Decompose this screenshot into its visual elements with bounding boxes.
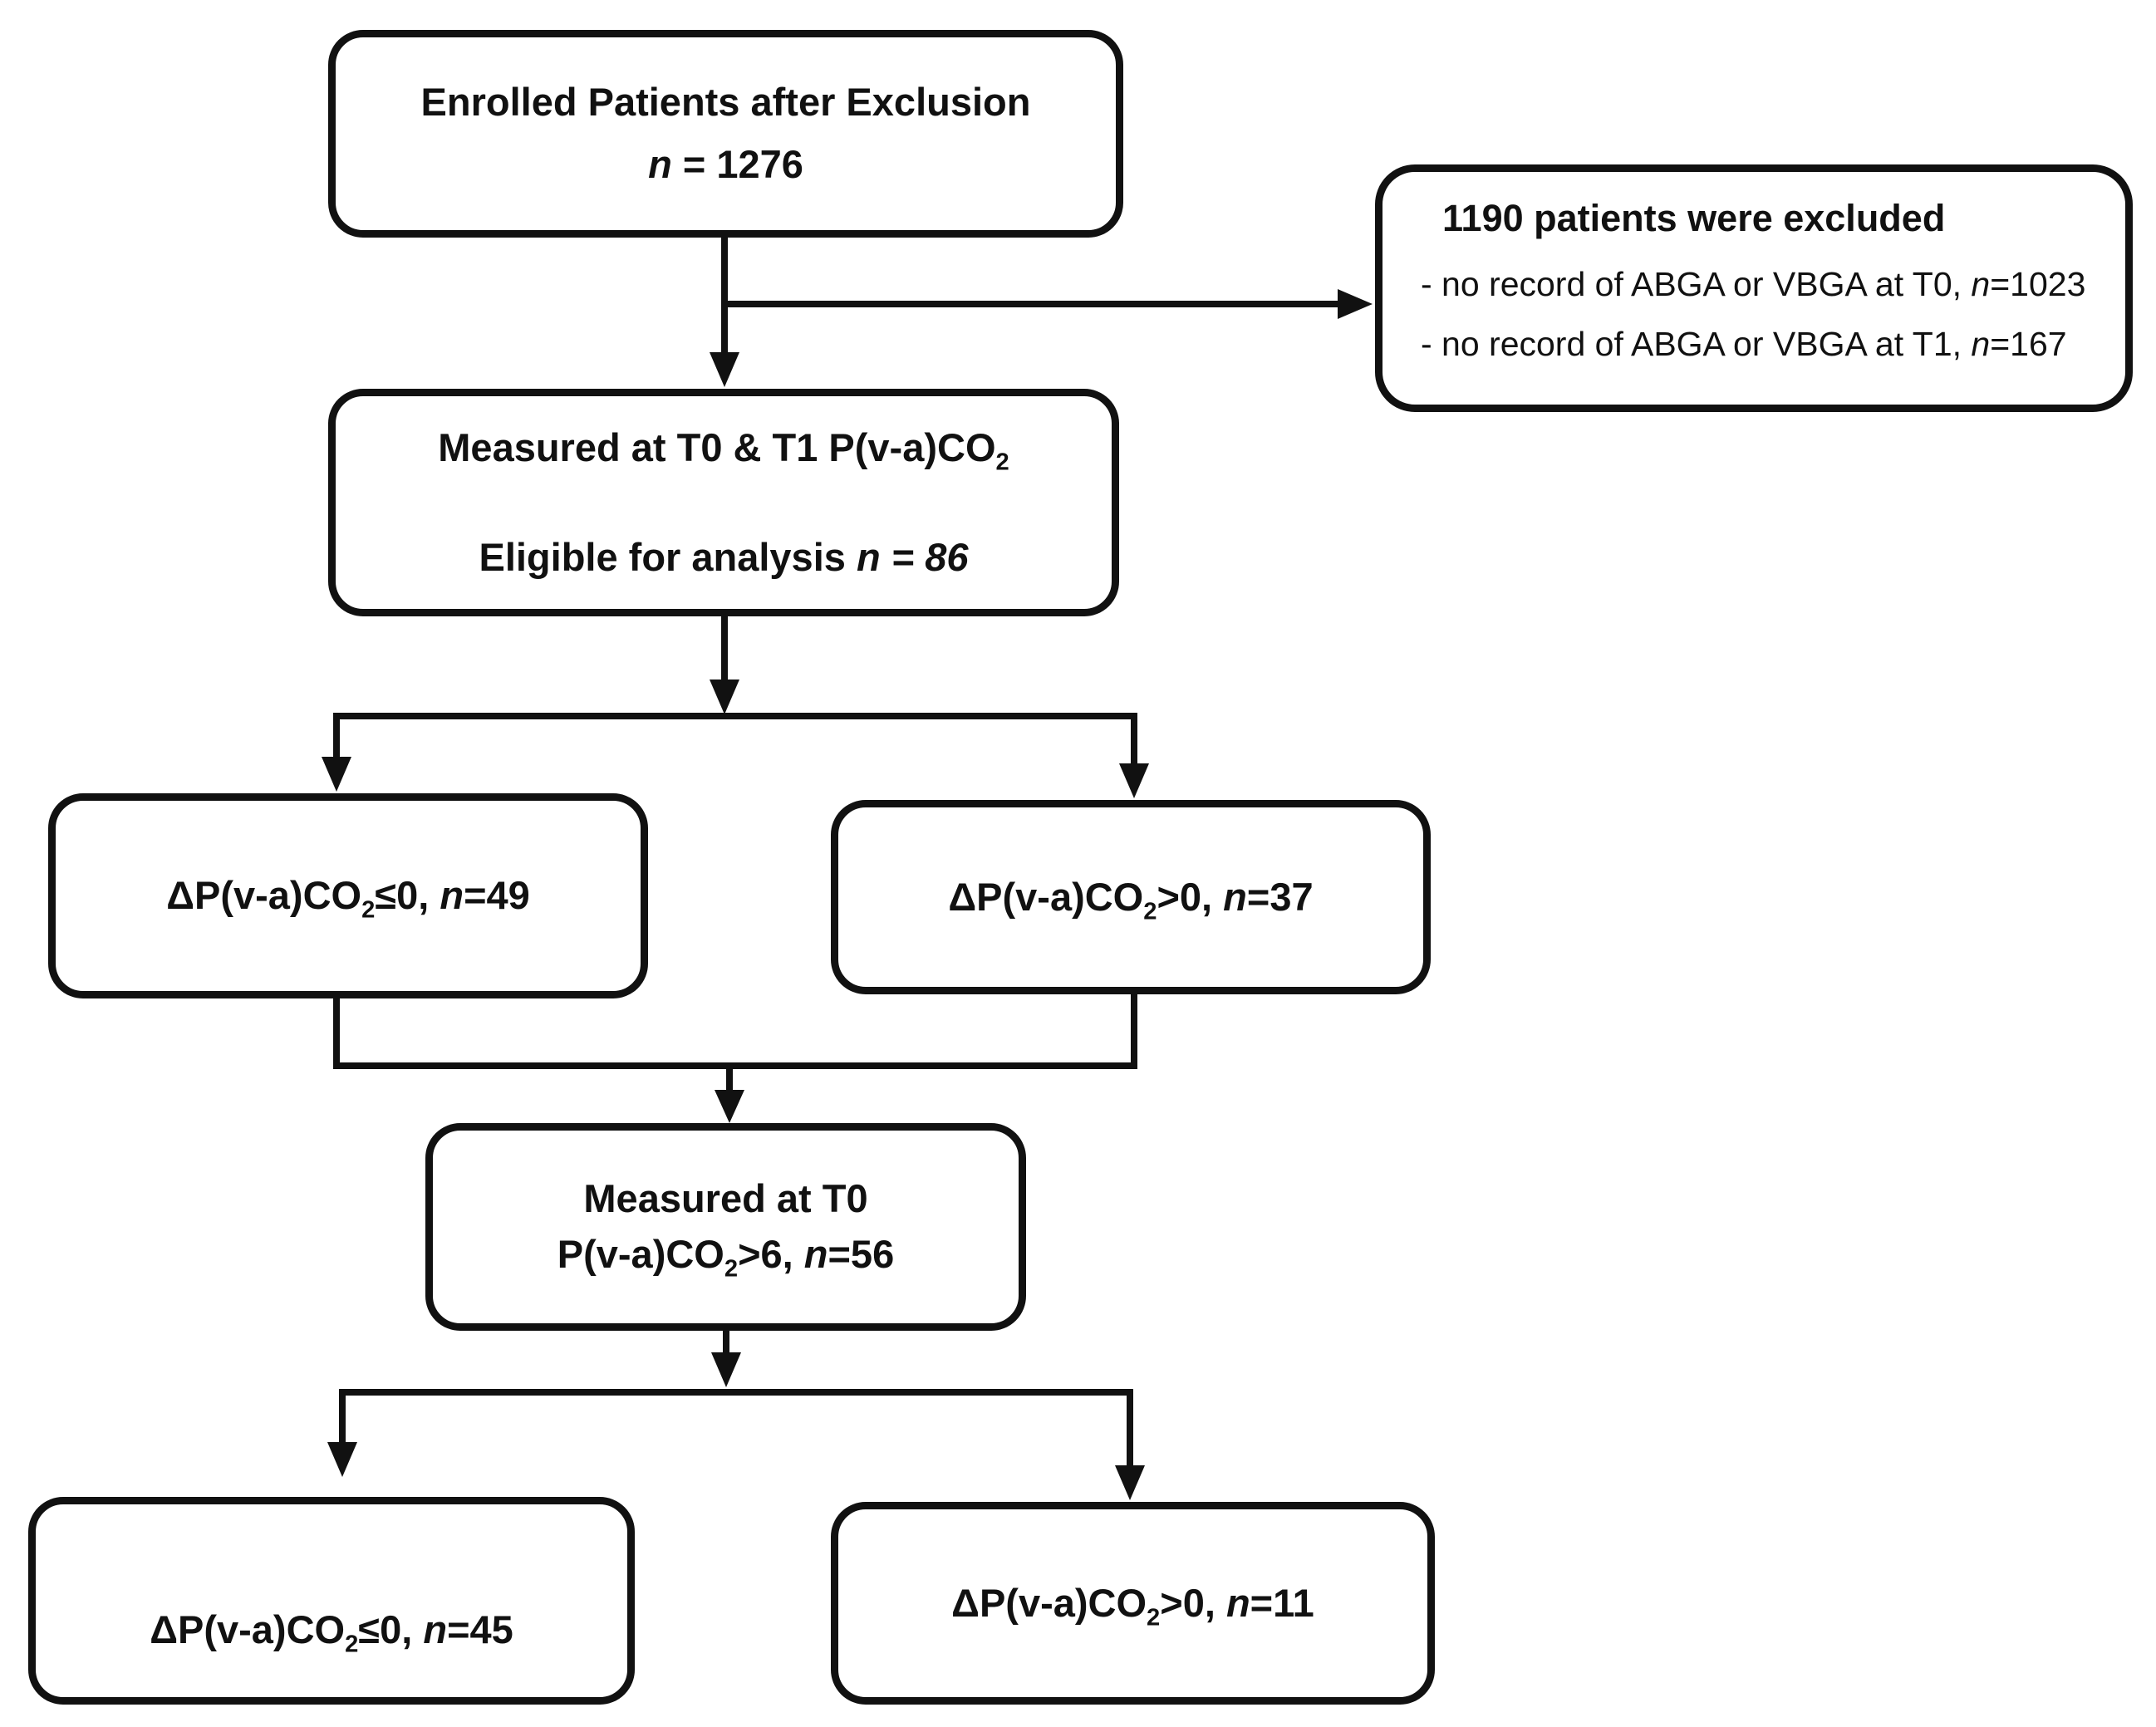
label-text: ΔP(v-a)CO xyxy=(150,1607,346,1651)
label-text: - no record of ABGA or VBGA at T1, xyxy=(1421,325,1972,364)
merge-delta-groups-to-measured-t0 xyxy=(333,994,1137,1123)
subscript-2: 2 xyxy=(361,896,376,924)
arrowhead-down-icon xyxy=(1115,1465,1145,1500)
n-italic: n xyxy=(648,142,672,186)
n-italic: n xyxy=(1971,325,1991,364)
n-italic: n xyxy=(1223,874,1247,919)
label-text: >6, xyxy=(738,1232,804,1276)
arrowhead-down-icon xyxy=(322,757,351,792)
node-enrolled-patients: Enrolled Patients after Exclusion n = 12… xyxy=(328,30,1123,238)
arrow-enrolled-to-measured xyxy=(710,233,739,387)
label-text: ≤0, xyxy=(375,873,440,918)
subscript-2: 2 xyxy=(345,1631,359,1658)
excluded-title: 1190 patients were excluded xyxy=(1421,195,1945,242)
arrow-to-excluded xyxy=(724,289,1373,319)
enrolled-title: Enrolled Patients after Exclusion xyxy=(421,78,1031,127)
node-excluded-patients: 1190 patients were excluded - no record … xyxy=(1375,164,2133,412)
subscript-2: 2 xyxy=(995,449,1009,476)
n-italic: n xyxy=(440,873,464,918)
n-value: =37 xyxy=(1246,874,1314,919)
n-value: =45 xyxy=(447,1607,513,1651)
arrowhead-down-icon xyxy=(715,1090,744,1123)
arrowhead-down-icon xyxy=(711,1352,741,1387)
label-text: ΔP(v-a)CO xyxy=(948,874,1144,919)
delta-gt0-n11-label: ΔP(v-a)CO2>0, n=11 xyxy=(951,1579,1314,1631)
split-measured-to-delta-groups xyxy=(322,615,1149,798)
label-text: - no record of ABGA or VBGA at T0, xyxy=(1421,265,1972,304)
label-text: >0, xyxy=(1157,874,1224,919)
branch-line xyxy=(333,713,1137,767)
arrowhead-down-icon xyxy=(710,680,739,714)
measured-t0-t1-line1: Measured at T0 & T1 P(v-a)CO2 xyxy=(438,424,1009,476)
node-measured-t0-t1: Measured at T0 & T1 P(v-a)CO2 Eligible f… xyxy=(328,389,1119,616)
excluded-item-2: - no record of ABGA or VBGA at T1, n=167 xyxy=(1421,315,2067,375)
n-value: =11 xyxy=(1250,1580,1314,1625)
branch-line xyxy=(339,1389,1133,1469)
node-measured-t0: Measured at T0 P(v-a)CO2>6, n=56 xyxy=(425,1123,1026,1331)
excluded-item-1: - no record of ABGA or VBGA at T0, n=102… xyxy=(1421,255,2085,315)
subscript-2: 2 xyxy=(724,1255,739,1283)
label-text: ΔP(v-a)CO xyxy=(166,873,362,918)
measured-t0-line2: P(v-a)CO2>6, n=56 xyxy=(557,1230,895,1283)
label-text: Measured at T0 xyxy=(583,1176,868,1221)
label-text: Measured at T0 & T1 P(v-a)CO xyxy=(438,424,996,469)
n-value: =49 xyxy=(464,873,530,918)
n-italic: n xyxy=(423,1607,448,1651)
arrowhead-down-icon xyxy=(1119,763,1149,798)
label-text: Enrolled Patients after Exclusion xyxy=(420,80,1031,125)
label-text: >0, xyxy=(1160,1580,1226,1625)
split-measured-t0-to-delta-groups xyxy=(327,1329,1145,1500)
subscript-2: 2 xyxy=(1143,898,1157,925)
label-text: Eligible for analysis xyxy=(479,534,857,579)
arrowhead-right-icon xyxy=(1338,289,1373,319)
n-italic: n xyxy=(803,1232,828,1276)
delta-le0-n49-label: ΔP(v-a)CO2≤0, n=49 xyxy=(166,871,530,922)
label-text: P(v-a)CO xyxy=(557,1232,724,1276)
delta-le0-n45-label: ΔP(v-a)CO2≤0, n=45 xyxy=(150,1606,513,1658)
label-text: ΔP(v-a)CO xyxy=(951,1580,1147,1625)
delta-gt0-n37-label: ΔP(v-a)CO2>0, n=37 xyxy=(948,873,1314,925)
arrowhead-down-icon xyxy=(327,1442,357,1477)
label-text: 1190 patients were excluded xyxy=(1442,197,1946,240)
measured-t0-line1: Measured at T0 xyxy=(583,1175,867,1224)
node-delta-le0-n49: ΔP(v-a)CO2≤0, n=49 xyxy=(48,793,648,998)
arrowhead-down-icon xyxy=(710,352,739,387)
merge-line xyxy=(333,994,1137,1069)
subscript-2: 2 xyxy=(1147,1604,1161,1631)
n-value: =56 xyxy=(828,1232,895,1276)
label-text: ≤0, xyxy=(358,1607,424,1651)
n-value: = 1276 xyxy=(671,142,803,186)
node-delta-gt0-n11: ΔP(v-a)CO2>0, n=11 xyxy=(831,1502,1435,1705)
n-italic: n = 86 xyxy=(856,534,969,579)
n-italic: n xyxy=(1225,1580,1250,1625)
n-value: =1023 xyxy=(1990,265,2086,304)
node-delta-gt0-n37: ΔP(v-a)CO2>0, n=37 xyxy=(831,800,1431,994)
enrolled-count: n = 1276 xyxy=(648,140,803,189)
n-value: =167 xyxy=(1990,325,2067,364)
n-italic: n xyxy=(1971,265,1991,304)
node-delta-le0-n45: ΔP(v-a)CO2≤0, n=45 xyxy=(28,1497,635,1705)
measured-t0-t1-line2: Eligible for analysis n = 86 xyxy=(479,533,968,582)
